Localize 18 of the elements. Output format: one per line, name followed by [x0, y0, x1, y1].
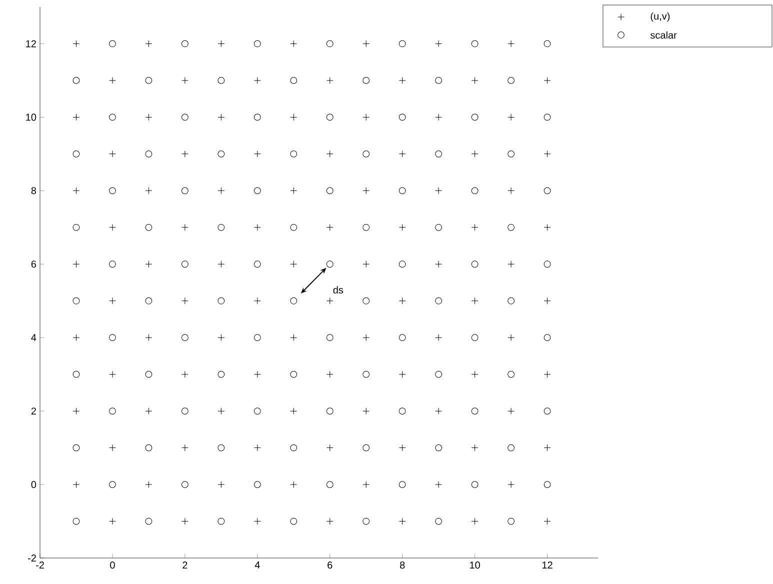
y-tick-label: 12: [26, 40, 36, 48]
y-tick-label: 4: [31, 334, 36, 342]
y-tick-label: 0: [31, 480, 36, 488]
y-tick-label: 8: [31, 187, 36, 194]
annotation: ds: [333, 286, 344, 294]
x-tick-label: 2: [182, 562, 188, 569]
legend-label: (u,v): [650, 12, 670, 22]
y-tick-label: 6: [31, 260, 36, 268]
y-tick-label: -2: [28, 554, 36, 562]
x-tick-label: 8: [400, 562, 405, 569]
legend-label: scalar: [650, 31, 677, 39]
x-tick-label: 12: [542, 562, 552, 569]
x-tick-label: 6: [328, 562, 332, 569]
x-tick-label: 10: [470, 562, 480, 569]
y-tick-label: 2: [31, 408, 36, 415]
y-tick-label: 10: [26, 114, 36, 121]
x-tick-label: 0: [110, 562, 115, 569]
x-tick-label: 4: [254, 562, 260, 568]
